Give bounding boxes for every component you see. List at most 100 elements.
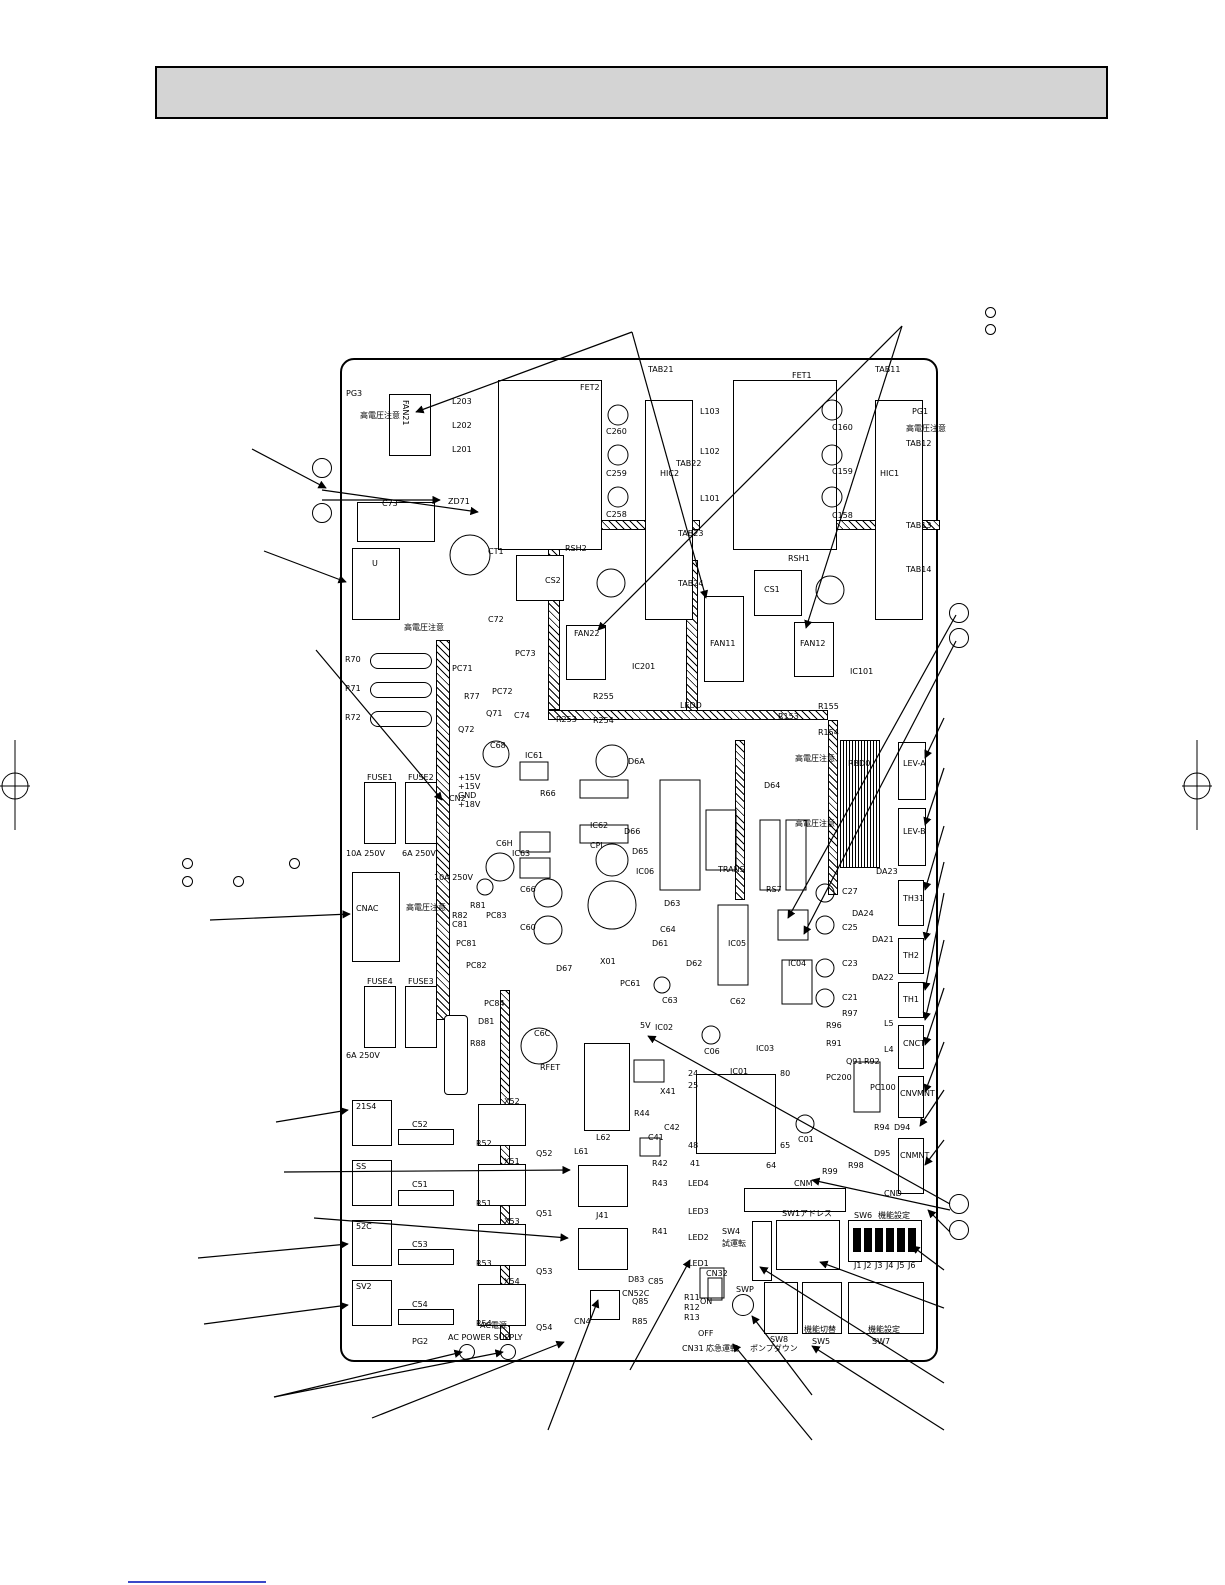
sw6-dip-1 (853, 1228, 861, 1252)
label-c159: C159 (832, 467, 853, 476)
label-ic04: IC04 (788, 959, 807, 968)
label-tab23: TAB23 (678, 529, 704, 538)
label-cs1: CS1 (764, 585, 780, 594)
label-ic03: IC03 (756, 1044, 775, 1053)
label-rs7: RS7 (766, 885, 782, 894)
lev-b-connector (898, 808, 926, 866)
label-r155: R155 (818, 702, 839, 711)
label-d61: D61 (652, 939, 669, 948)
label-d95: D95 (874, 1149, 891, 1158)
label-cnmnt: CNMNT (900, 1151, 930, 1160)
label-on: ON (700, 1297, 713, 1306)
label-q85: Q85 (632, 1297, 649, 1306)
label-pc82: PC82 (466, 961, 487, 970)
label-da23: DA23 (876, 867, 898, 876)
label-ic61: IC61 (525, 751, 544, 760)
label-pc73: PC73 (515, 649, 536, 658)
swp-button (732, 1294, 754, 1316)
label-off: OFF (698, 1329, 714, 1338)
sw7-switch (848, 1282, 924, 1334)
label-r77: R77 (464, 692, 480, 701)
label-pc72: PC72 (492, 687, 513, 696)
label-r253: R253 (556, 715, 577, 724)
legend-left-d (233, 876, 244, 887)
label-l61: L61 (574, 1147, 589, 1156)
label-c42: C42 (664, 1123, 680, 1132)
label-d81: D81 (478, 1017, 495, 1026)
sw8-switch (764, 1282, 798, 1334)
label-c260: C260 (606, 427, 627, 436)
label-ss: SS (356, 1162, 367, 1171)
footer-link-underline (128, 1581, 266, 1583)
label-sw6-sub: 機能設定 (878, 1211, 910, 1220)
x54-relay (478, 1284, 526, 1326)
label-r51: R51 (476, 1199, 492, 1208)
label-pc61: PC61 (620, 979, 641, 988)
label-d6a: D6A (628, 757, 645, 766)
label-ic101: IC101 (850, 667, 874, 676)
label-q71: Q71 (486, 709, 503, 718)
callout-left-a (312, 458, 332, 478)
label-c6h: C6H (496, 839, 513, 848)
terminal-52c (352, 1220, 392, 1266)
label-tab21: TAB21 (648, 365, 674, 374)
label-ac-supply: AC POWER SUPPLY (448, 1333, 523, 1342)
rbd0-block (840, 740, 880, 868)
label-d64: D64 (764, 781, 781, 790)
label-r91: R91 (826, 1039, 842, 1048)
label-jp4: J4 (886, 1261, 894, 1270)
label-fuse-10a-b: 10A 250V (434, 873, 473, 882)
label-ic63: IC63 (512, 849, 531, 858)
label-c06: C06 (704, 1047, 720, 1056)
label-c62: C62 (730, 997, 746, 1006)
label-tab14: TAB14 (906, 565, 932, 574)
label-pc200: PC200 (826, 1073, 852, 1082)
sw4-switch (752, 1221, 772, 1281)
label-x54: X54 (504, 1277, 520, 1286)
label-cpi: CPI (590, 841, 603, 850)
label-c258: C258 (606, 510, 627, 519)
label-hv5: 高電圧注意 (795, 819, 835, 828)
label-l5: L5 (884, 1019, 894, 1028)
fuse3 (405, 986, 437, 1048)
label-rfet: RFET (540, 1063, 561, 1072)
cnmnt-connector (898, 1138, 924, 1194)
label-j41: J41 (596, 1211, 609, 1220)
label-c72: C72 (488, 615, 504, 624)
label-c01: C01 (798, 1135, 814, 1144)
sw6-dip-3 (875, 1228, 883, 1252)
label-zd71: ZD71 (448, 497, 470, 506)
u-terminal (352, 548, 400, 620)
label-hic2: HIC2 (660, 469, 680, 478)
label-u: U (372, 559, 378, 568)
j41-block (578, 1165, 628, 1207)
r72-resistor (370, 711, 432, 727)
label-q54: Q54 (536, 1323, 553, 1332)
cnac-connector (352, 872, 400, 962)
r71-resistor (370, 682, 432, 698)
label-5v: 5V (640, 1021, 651, 1030)
fuse4 (364, 986, 396, 1048)
label-cnm: CNM (794, 1179, 813, 1188)
label-d65: D65 (632, 847, 649, 856)
label-rbd0: RBD0 (848, 759, 871, 768)
label-th1: TH1 (903, 995, 919, 1004)
x52-relay (478, 1104, 526, 1146)
label-da24: DA24 (852, 909, 874, 918)
callout-right-d (949, 1220, 969, 1240)
label-q51: Q51 (536, 1209, 553, 1218)
label-d67: D67 (556, 964, 573, 973)
callout-left-b (312, 503, 332, 523)
label-c27: C27 (842, 887, 858, 896)
label-hv1: 高電圧注意 (360, 411, 400, 420)
label-cn52c: CN52C (622, 1289, 650, 1298)
label-l62: L62 (596, 1133, 611, 1142)
label-ic02: IC02 (655, 1023, 674, 1032)
label-fuse2: FUSE2 (408, 773, 434, 782)
label-cnd: CND (884, 1189, 902, 1198)
label-v18: +18V (458, 800, 481, 809)
label-fuse-6a-b: 6A 250V (346, 1051, 380, 1060)
label-c64: C64 (660, 925, 676, 934)
label-d83: D83 (628, 1275, 645, 1284)
sw6-dip-6 (908, 1228, 916, 1252)
